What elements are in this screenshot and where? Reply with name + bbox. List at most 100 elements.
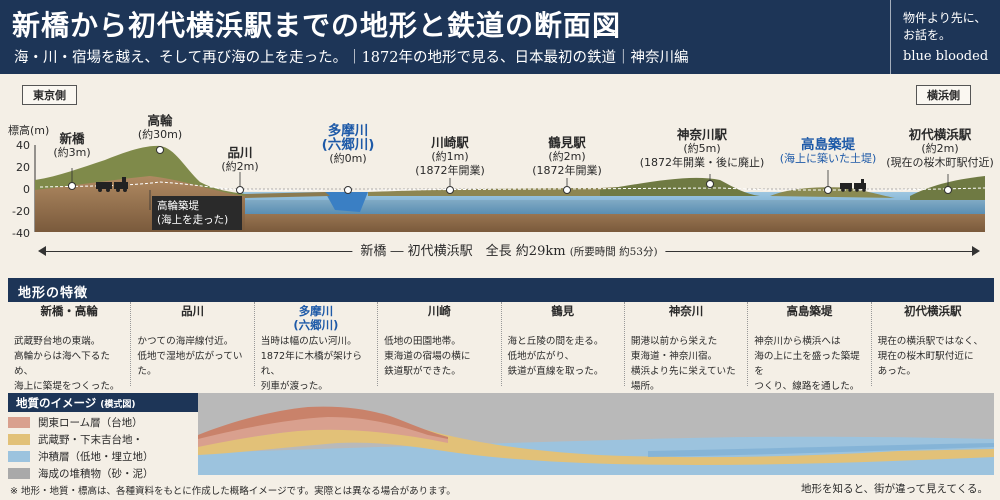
page-title: 新橋から初代横浜駅までの地形と鉄道の断面図: [12, 9, 622, 42]
train-icon-1: [96, 177, 128, 192]
loc-elev: (約2m): [221, 160, 259, 173]
marker-kanagawa: [706, 180, 714, 188]
loc-name: 新橋: [59, 131, 85, 146]
feature-column: 新橋・高輪 武蔵野台地の東端。 高輪からは海へ下るため、 海上に築堤をつくった。: [8, 302, 132, 392]
closing-tagline: 地形を知ると、街が違って見えてくる。: [800, 483, 988, 495]
feature-column: 多摩川 (六郷川) 当時は幅の広い河川。 1872年に木橋が架けられ、 列車が渡…: [255, 302, 379, 392]
legend-swatch: [8, 417, 30, 428]
loc-name: 高輪: [147, 113, 173, 128]
loc-elev: (約2m): [921, 142, 959, 155]
marker-tamagawa: [344, 186, 352, 194]
loc-kanagawa: 神奈川駅 (約5m) (1872年開業・後に廃止): [640, 128, 765, 170]
y-tick-minus40: -40: [12, 227, 30, 240]
distance-main: 新橋 ― 初代横浜駅 全長 約29km: [360, 244, 566, 259]
feature-title: 初代横浜駅: [904, 304, 962, 318]
loc-name: 川崎駅: [431, 135, 469, 150]
legend-item: 関東ローム層（台地）: [8, 414, 198, 431]
legend-label: 武蔵野・下末吉台地・: [38, 434, 143, 446]
loc-name: 高島築堤: [801, 137, 855, 153]
loc-note: (現在の桜木町駅付近): [886, 156, 994, 169]
loc-tamagawa: 多摩川 (六郷川) (約0m): [322, 124, 375, 166]
geology-heading: 地質のイメージ (模式図): [8, 393, 198, 412]
feature-body: 当時は幅の広い河川。 1872年に木橋が架けられ、 列車が渡った。: [260, 336, 362, 392]
geology-cross-section: [198, 393, 994, 475]
legend-item: 海成の堆積物（砂・泥）: [8, 465, 198, 482]
legend-swatch: [8, 451, 30, 462]
loc-takanawa: 高輪 (約30m): [138, 114, 182, 142]
footnote: ※ 地形・地質・標高は、各種資料をもとに作成した概略イメージです。実際とは異なる…: [10, 486, 456, 497]
legend-label: 海成の堆積物（砂・泥）: [38, 468, 154, 480]
feature-column: 高島築堤 神奈川から横浜へは 海の上に土を盛った築堤を つくり、線路を通した。 …: [748, 302, 872, 407]
marker-shinagawa: [236, 186, 244, 194]
feature-title: 神奈川: [668, 304, 704, 318]
feature-column: 初代横浜駅 現在の横浜駅ではなく、 現在の桜木町駅付近に あった。: [872, 302, 994, 386]
feature-title-line1: 多摩川: [298, 304, 334, 318]
feature-title: 川崎: [427, 304, 451, 318]
loc-note: (海上に築いた土堤): [779, 152, 877, 165]
header-banner: 新橋から初代横浜駅までの地形と鉄道の断面図 海・川・宿場を越え、そして再び海の上…: [0, 0, 1000, 74]
legend-label: 関東ローム層（台地）: [38, 417, 143, 429]
takanawa-embankment-callout: 高輪築堤 (海上を走った): [152, 196, 242, 230]
y-tick-20: 20: [16, 161, 30, 174]
marker-takashima: [824, 186, 832, 194]
loc-note: (1872年開業・後に廃止): [639, 156, 765, 169]
feature-title: 多摩川 (六郷川): [261, 304, 371, 334]
distance-arrow-right: [972, 246, 980, 256]
feature-title: 鶴見: [551, 304, 575, 318]
feature-title: 品川: [181, 304, 205, 318]
loc-name: 鶴見駅: [548, 135, 586, 150]
marker-kawasaki: [446, 186, 454, 194]
features-heading: 地形の特徴: [8, 278, 994, 302]
brand-box: 物件より先に、 お話を。 blue blooded: [890, 0, 1000, 74]
features-table: 新橋・高輪 武蔵野台地の東端。 高輪からは海へ下るため、 海上に築堤をつくった。…: [8, 302, 994, 407]
legend-item: 沖積層（低地・埋立地）: [8, 448, 198, 465]
feature-body: 現在の横浜駅ではなく、 現在の桜木町駅付近に あった。: [877, 336, 984, 377]
feature-title: 高島築堤: [786, 304, 833, 318]
loc-elev: (約5m): [683, 142, 721, 155]
feature-body: かつての海岸線付近。 低地で湿地が広がっていた。: [137, 336, 243, 377]
loc-elev: (約2m): [548, 150, 586, 163]
page-subtitle: 海・川・宿場を越え、そして再び海の上を走った。｜1872年の地形で見る、日本最初…: [14, 50, 689, 66]
legend-label: 沖積層（低地・埋立地）: [38, 451, 154, 463]
marker-takanawa: [156, 146, 164, 154]
loc-note: (1872年開業): [532, 164, 602, 177]
tokyo-side-tag: 東京側: [22, 85, 77, 105]
feature-column: 品川 かつての海岸線付近。 低地で湿地が広がっていた。: [131, 302, 255, 386]
distance-label: 新橋 ― 初代横浜駅 全長 約29km (所要時間 約53分): [352, 240, 666, 259]
legend-swatch: [8, 468, 30, 479]
loc-name-2: (六郷川): [321, 137, 375, 153]
loc-note: (1872年開業): [415, 164, 485, 177]
feature-column: 鶴見 海と丘陵の間を走る。 低地が広がり、 鉄道が直線を取った。: [502, 302, 625, 386]
legend-swatch: [8, 434, 30, 445]
feature-body: 海と丘陵の間を走る。 低地が広がり、 鉄道が直線を取った。: [507, 336, 604, 377]
feature-column: 川崎 低地の田園地帯。 東海道の宿場の横に 鉄道駅ができた。: [378, 302, 502, 386]
marker-tsurumi: [563, 186, 571, 194]
legend-item: 武蔵野・下末吉台地・: [8, 431, 198, 448]
feature-body: 武蔵野台地の東端。 高輪からは海へ下るため、 海上に築堤をつくった。: [14, 336, 120, 392]
geology-legend: 関東ローム層（台地） 武蔵野・下末吉台地・ 沖積層（低地・埋立地） 海成の堆積物…: [8, 414, 198, 482]
brand-tagline-1: 物件より先に、: [903, 11, 987, 25]
distance-bar: 新橋 ― 初代横浜駅 全長 約29km (所要時間 約53分): [38, 240, 980, 262]
y-tick-0: 0: [23, 183, 30, 196]
distance-time: (所要時間 約53分): [569, 246, 658, 258]
y-tick-minus20: -20: [12, 205, 30, 218]
feature-title-line2: (六郷川): [293, 318, 339, 332]
loc-elev: (約1m): [431, 150, 469, 163]
loc-takashima: 高島築堤 (海上に築いた土堤): [780, 138, 877, 166]
brand-name: blue blooded: [903, 49, 989, 64]
marker-yokohama: [944, 186, 952, 194]
feature-title: 新橋・高輪: [40, 304, 98, 318]
loc-elev: (約30m): [137, 128, 183, 141]
feature-column: 神奈川 開港以前から栄えた 東海道・神奈川宿。 横浜より先に栄えていた 場所。: [625, 302, 749, 392]
loc-name: 品川: [227, 145, 253, 160]
loc-yokohama: 初代横浜駅 (約2m) (現在の桜木町駅付近): [886, 128, 994, 170]
geology-heading-note: (模式図): [100, 400, 136, 410]
loc-name: 多摩川: [327, 123, 369, 139]
elevation-axis-title: 標高(m): [8, 124, 50, 137]
loc-shimbashi: 新橋 (約3m): [53, 132, 90, 160]
loc-kawasaki: 川崎駅 (約1m) (1872年開業): [415, 136, 485, 178]
loc-shinagawa: 品川 (約2m): [221, 146, 258, 174]
train-icon-2: [840, 179, 866, 192]
distance-arrow-left: [38, 246, 46, 256]
brand-tagline-2: お話を。: [903, 28, 952, 42]
